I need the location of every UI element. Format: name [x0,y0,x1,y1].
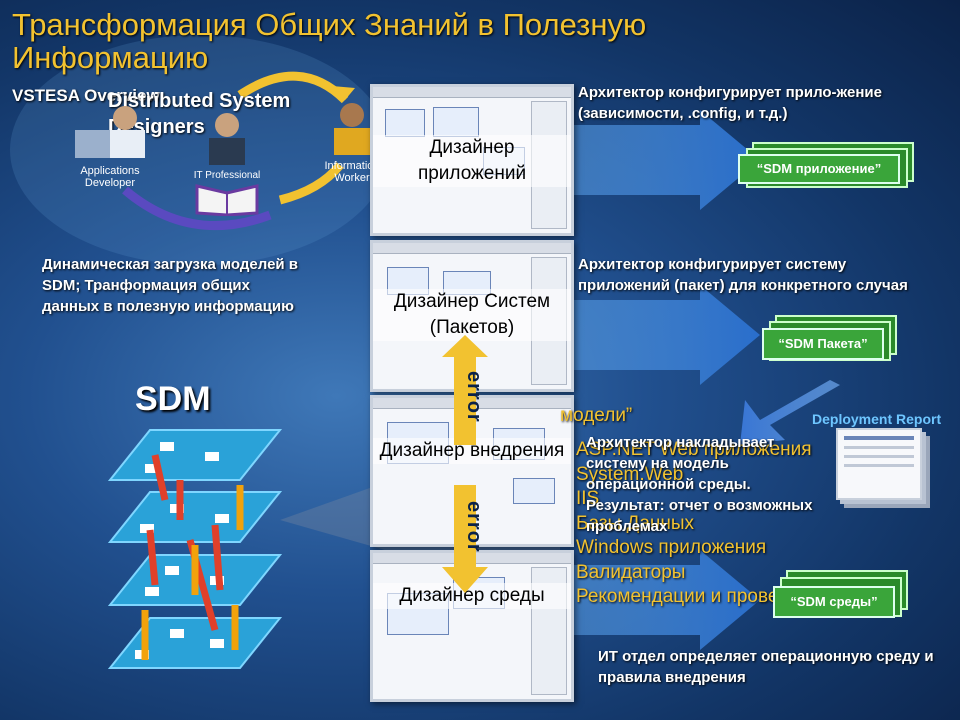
arrow-to-sdm-app [570,110,760,210]
role-glow [10,35,390,265]
role-information-worker: Information Worker [322,100,392,185]
deploy-architect-note: Архитектор накладывает систему на модель… [586,434,813,535]
designer-label: Дизайнер Систем (Пакетов) [373,289,571,341]
sdm-env-card: “SDM среды” [773,586,895,618]
role-it-professional: IT Professional [192,110,262,217]
role-applications-developer: Applications Developer [70,100,160,189]
sdm-label: SDM [135,380,211,418]
it-pro-person-icon [209,113,245,165]
model-item: Валидаторы [576,561,686,583]
arrow-to-sdm-env [570,550,760,650]
model-item: IIS [576,488,600,509]
arrow-return [740,380,840,445]
cycle-arrow-top [237,71,349,104]
sdm-package-card: “SDM Пакета” [762,328,884,360]
app-designer-screenshot: Дизайнер приложений [370,84,574,236]
deployment-report-document [836,428,922,500]
env-it-note: ИТ отдел определяет операционную среду и… [598,648,934,686]
designer-label: Дизайнер внедрения [373,438,571,464]
model-item: Windows приложения [576,537,767,558]
cycle-arrow-bottom [122,186,272,231]
role-label: Applications Developer [80,165,140,189]
role-label: Information Worker [324,160,380,184]
error-arrow-down [442,485,488,593]
app-architect-note: Архитектор конфигурирует прило-жение (за… [578,84,882,122]
designer-label: Дизайнер приложений [373,135,571,187]
models-list: ASP.NET Web приложения System.Web IIS Ба… [576,438,876,610]
developer-person-icon [75,106,145,158]
dynamic-loading-note: Динамическая загрузка моделей в SDM; Тра… [42,256,299,315]
error-label-bottom: error [463,501,485,553]
arrow-to-sdm-package [570,285,760,385]
menu-models: модели” [560,405,633,426]
error-arrow-up [442,335,488,445]
page-subtitle: VSTESA Overview [12,86,160,105]
sdm-app-card: “SDM приложение” [738,154,900,184]
model-item: Рекомендации и проверки [576,586,808,607]
deployment-report-label: Deployment Report [812,411,942,427]
model-item: ASP.NET Web приложения [576,439,812,460]
error-label-top: error [463,371,485,423]
book-icon [195,184,259,217]
page-title: Трансформация Общих Знаний в Полезную Ин… [12,7,647,75]
sdm-layer-stack [107,429,283,669]
error-arrows [442,335,488,593]
layer-links [141,454,244,660]
model-item: Базы Данных [576,512,695,534]
sdm-layer [107,491,283,543]
sdm-layer [107,429,283,481]
model-item: System.Web [576,463,684,485]
designer-label: Дизайнер среды [373,583,571,609]
role-label: IT Professional [193,170,261,181]
sdm-layer [107,617,283,669]
worker-person-icon [334,103,370,155]
system-architect-note: Архитектор конфигурирует систему приложе… [578,256,908,294]
